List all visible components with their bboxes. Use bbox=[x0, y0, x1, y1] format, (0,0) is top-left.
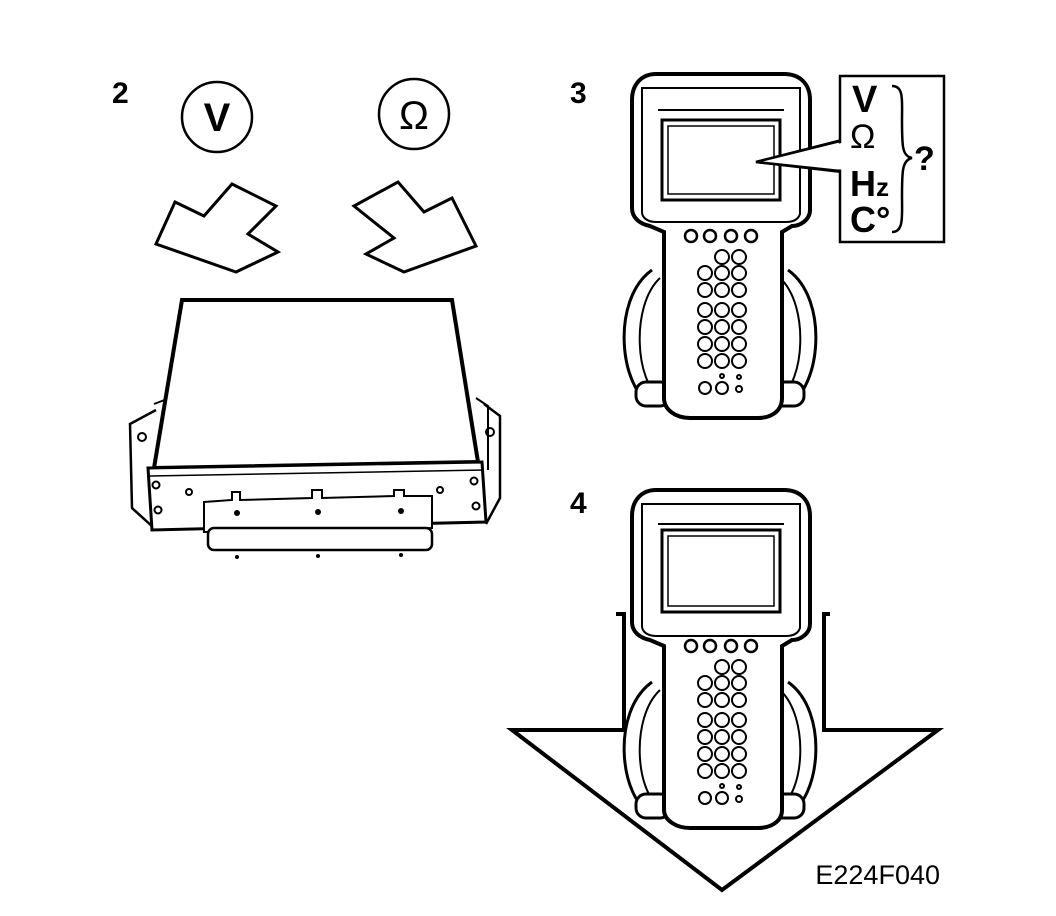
volt-arrow bbox=[153, 182, 282, 274]
measure-question-mark: ? bbox=[914, 140, 935, 178]
scan-tool-step-3 bbox=[622, 72, 844, 420]
control-module bbox=[128, 298, 502, 559]
measure-hertz-z: z bbox=[876, 172, 889, 202]
measure-volt: V bbox=[852, 79, 878, 121]
measure-ohm: Ω bbox=[850, 118, 875, 156]
measure-hertz-h: H bbox=[850, 163, 876, 204]
scan-tool-step-4 bbox=[622, 488, 818, 830]
figure-code: E224F040 bbox=[815, 860, 940, 890]
ohm-symbol-label: Ω bbox=[399, 94, 429, 138]
step-4-number: 4 bbox=[570, 487, 587, 520]
step-2-number: 2 bbox=[112, 77, 129, 110]
volt-symbol-label: V bbox=[204, 96, 231, 140]
ohm-arrow bbox=[351, 180, 479, 274]
volt-symbol: V bbox=[180, 80, 254, 154]
measure-celsius: C° bbox=[850, 199, 890, 240]
ohm-symbol: Ω bbox=[377, 77, 451, 151]
step-3-number: 3 bbox=[570, 77, 587, 110]
measurement-options-box: V Ω H z C° ? bbox=[755, 74, 946, 244]
